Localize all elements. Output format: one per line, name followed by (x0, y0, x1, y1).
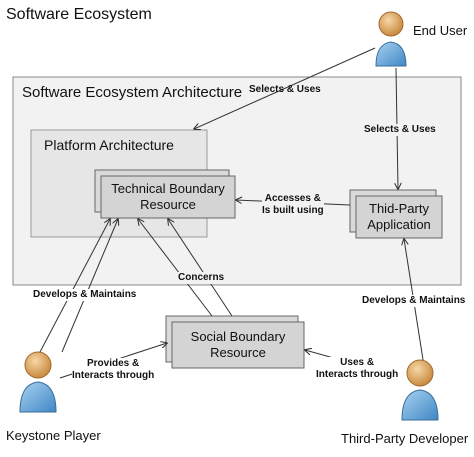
platform-title: Platform Architecture (44, 137, 174, 153)
edge-label-selects-uses-app: Selects & Uses (364, 124, 436, 136)
end-user-icon (375, 11, 407, 67)
edge-keystone-to-technical-1 (39, 219, 110, 353)
edge-label-develops-maintains-right: Develops & Maintains (362, 295, 466, 307)
edge-social-to-technical-2 (168, 219, 233, 317)
technical-boundary-box (100, 175, 236, 219)
architecture-title: Software Ecosystem Architecture (22, 84, 243, 101)
edge-label-develops-maintains-left: Develops & Maintains (33, 289, 137, 301)
edge-keystone-to-technical-2 (61, 219, 118, 353)
diagram-title: Software Ecosystem (6, 6, 152, 23)
edge-label-concerns: Concerns (178, 272, 225, 284)
third-party-app-box (355, 195, 443, 239)
edge-label-uses-interacts: Uses & Interacts through (316, 357, 399, 381)
technical-boundary-label: Technical Boundary Resource (111, 181, 225, 212)
edge-label-accesses-built: Accesses & Is built using (262, 193, 324, 217)
end-user-label: End User (413, 23, 468, 38)
third-party-developer-label: Third-Party Developer (341, 431, 469, 446)
social-boundary-label: Social Boundary Resource (190, 329, 286, 360)
edge-label-selects-uses-platform: Selects & Uses (249, 84, 321, 95)
edge-social-to-technical-1 (138, 219, 213, 317)
third-party-app-label: Thid-Party Application (367, 201, 431, 232)
keystone-player-label: Keystone Player (6, 428, 101, 443)
edge-label-provides-interacts: Provides & Interacts through (72, 358, 155, 382)
social-boundary-box (171, 321, 305, 369)
edge-end-user-to-platform (194, 47, 376, 129)
third-party-developer-icon (401, 359, 439, 421)
keystone-player-icon (19, 351, 57, 413)
